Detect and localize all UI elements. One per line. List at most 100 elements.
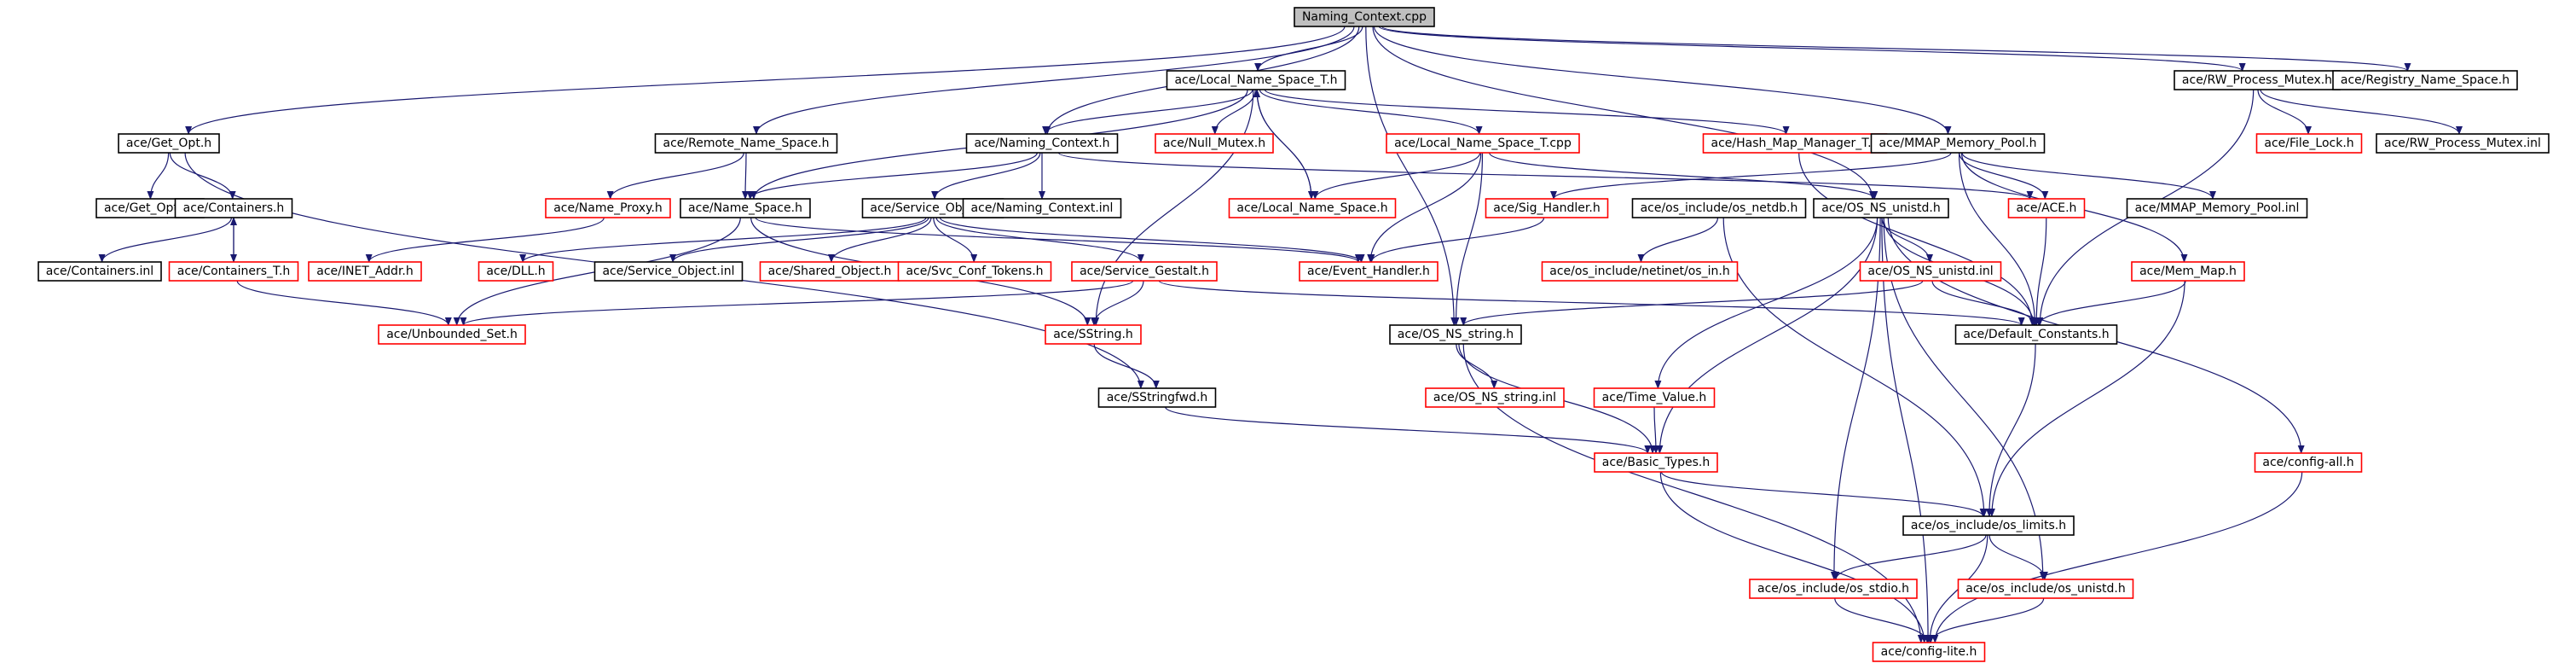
- graph-edge: [1042, 89, 1253, 135]
- graph-node-label: ace/config-all.h: [2262, 456, 2353, 469]
- graph-node[interactable]: ace/Service_Gestalt.h: [1071, 261, 1218, 282]
- graph-edge: [753, 26, 1355, 135]
- graph-node-label: ace/INET_Addr.h: [316, 265, 414, 278]
- graph-node[interactable]: ace/Containers.h: [174, 198, 293, 218]
- graph-node[interactable]: ace/Local_Name_Space_T.h: [1166, 70, 1346, 90]
- graph-node[interactable]: ace/Basic_Types.h: [1594, 452, 1718, 473]
- graph-node[interactable]: ace/File_Lock.h: [2255, 133, 2363, 154]
- graph-node-box: [174, 198, 293, 218]
- graph-node-label: ace/Name_Proxy.h: [553, 201, 663, 215]
- graph-node-label: ace/RW_Process_Mutex.inl: [2384, 137, 2541, 150]
- graph-node-label: ace/Registry_Name_Space.h: [2341, 73, 2509, 87]
- graph-node-box: [1386, 133, 1580, 154]
- graph-node[interactable]: ace/Default_Constants.h: [1954, 324, 2118, 345]
- graph-node[interactable]: ace/OS_NS_unistd.inl: [1859, 261, 2002, 282]
- graph-node[interactable]: ace/SString.h: [1045, 324, 1142, 345]
- graph-node-label: ace/os_include/netinet/os_in.h: [1549, 265, 1729, 278]
- graph-node[interactable]: ace/MMAP_Memory_Pool.h: [1870, 133, 2046, 154]
- graph-node[interactable]: ace/Null_Mutex.h: [1155, 133, 1274, 154]
- graph-node-label: ace/config-lite.h: [1881, 645, 1977, 659]
- graph-node-box: [1954, 324, 2118, 345]
- graph-edge: [169, 152, 236, 200]
- graph-node-box: [962, 198, 1122, 218]
- graph-node[interactable]: ace/Naming_Context.h: [965, 133, 1119, 154]
- graph-node-label: ace/MMAP_Memory_Pool.inl: [2135, 201, 2300, 215]
- graph-edge: [828, 217, 932, 263]
- graph-node[interactable]: ace/Local_Name_Space_T.cpp: [1386, 133, 1580, 154]
- graph-node[interactable]: ace/config-all.h: [2254, 452, 2363, 473]
- graph-node-box: [1294, 7, 1435, 27]
- graph-edge: [365, 217, 605, 263]
- graph-node-label: ace/File_Lock.h: [2264, 137, 2353, 150]
- graph-node[interactable]: ace/Event_Handler.h: [1299, 261, 1439, 282]
- node-layer: Naming_Context.cpp ace/Local_Name_Space_T…: [38, 7, 2550, 662]
- graph-edge: [2033, 217, 2047, 326]
- graph-node[interactable]: ace/Shared_Object.h: [759, 261, 900, 282]
- graph-node[interactable]: ace/Remote_Name_Space.h: [654, 133, 838, 154]
- graph-node[interactable]: ace/OS_NS_string.inl: [1425, 387, 1565, 408]
- graph-edge: [933, 217, 978, 263]
- graph-edge: [1158, 280, 2025, 326]
- graph-edge: [1373, 26, 1952, 135]
- graph-edge: [1092, 89, 1254, 326]
- graph-node[interactable]: ace/Time_Value.h: [1593, 387, 1716, 408]
- graph-edge: [460, 280, 1134, 326]
- graph-node-box: [545, 198, 671, 218]
- graph-node-label: ace/ACE.h: [2017, 201, 2077, 215]
- graph-node[interactable]: ace/config-lite.h: [1872, 642, 1986, 662]
- graph-node[interactable]: ace/Unbounded_Set.h: [378, 324, 526, 345]
- graph-node[interactable]: ace/Sig_Handler.h: [1485, 198, 1609, 218]
- graph-node-label: ace/RW_Process_Mutex.h: [2182, 73, 2332, 87]
- graph-node[interactable]: ace/os_include/netinet/os_in.h: [1541, 261, 1739, 282]
- graph-edge: [1165, 406, 1652, 454]
- graph-node[interactable]: ace/Mem_Map.h: [2131, 261, 2245, 282]
- graph-node-label: ace/Service_Gestalt.h: [1080, 265, 1209, 278]
- graph-node[interactable]: ace/Service_Object.inl: [593, 261, 744, 282]
- graph-node-box: [378, 324, 526, 345]
- graph-node-label: ace/os_include/os_unistd.h: [1965, 582, 2125, 596]
- graph-node[interactable]: ace/OS_NS_unistd.h: [1813, 198, 1949, 218]
- graph-edge: [755, 217, 1362, 263]
- graph-node-box: [2007, 198, 2086, 218]
- graph-node[interactable]: ace/Registry_Name_Space.h: [2332, 70, 2518, 90]
- graph-node-box: [1594, 452, 1718, 473]
- graph-node[interactable]: ace/SStringfwd.h: [1097, 387, 1217, 408]
- graph-node-label: ace/Naming_Context.h: [974, 137, 1109, 150]
- graph-node[interactable]: ace/Svc_Conf_Tokens.h: [897, 261, 1052, 282]
- graph-node-label: ace/OS_NS_string.h: [1398, 328, 1514, 341]
- graph-node-box: [897, 261, 1052, 282]
- graph-node[interactable]: ace/os_include/os_limits.h: [1902, 515, 2075, 536]
- graph-node[interactable]: ace/Name_Proxy.h: [545, 198, 671, 218]
- graph-node[interactable]: ace/ACE.h: [2007, 198, 2086, 218]
- graph-edge: [606, 152, 744, 200]
- graph-edge: [1985, 343, 2036, 517]
- graph-edge: [1367, 152, 1482, 263]
- graph-node[interactable]: ace/RW_Process_Mutex.inl: [2376, 133, 2550, 154]
- graph-node[interactable]: ace/Hash_Map_Manager_T.h: [1702, 133, 1888, 154]
- graph-node[interactable]: ace/MMAP_Memory_Pool.inl: [2126, 198, 2308, 218]
- graph-edge: [1927, 597, 2045, 643]
- graph-node[interactable]: ace/Naming_Context.inl: [962, 198, 1122, 218]
- graph-node[interactable]: ace/DLL.h: [478, 261, 554, 282]
- graph-node[interactable]: ace/Name_Space.h: [680, 198, 811, 218]
- graph-edge: [1659, 471, 1928, 643]
- graph-node-box: [1631, 198, 1807, 218]
- graph-edge: [935, 217, 1144, 263]
- graph-edge: [2257, 89, 2312, 135]
- graph-node[interactable]: ace/os_include/os_unistd.h: [1957, 579, 2134, 599]
- graph-edge: [1452, 152, 1484, 326]
- graph-node[interactable]: ace/Containers.inl: [38, 261, 162, 282]
- graph-node[interactable]: ace/Local_Name_Space.h: [1228, 198, 1397, 218]
- graph-node[interactable]: ace/os_include/os_stdio.h: [1749, 579, 1918, 599]
- graph-node-box: [1155, 133, 1274, 154]
- graph-node[interactable]: ace/INET_Addr.h: [308, 261, 422, 282]
- graph-node[interactable]: ace/RW_Process_Mutex.h: [2174, 70, 2341, 90]
- graph-node[interactable]: Naming_Context.cpp: [1294, 7, 1435, 27]
- graph-node-box: [2126, 198, 2308, 218]
- graph-node[interactable]: ace/Containers_T.h: [168, 261, 299, 282]
- graph-node[interactable]: ace/OS_NS_string.h: [1389, 324, 1522, 345]
- graph-node[interactable]: ace/Get_Opt.h: [118, 133, 220, 154]
- graph-node[interactable]: ace/os_include/os_netdb.h: [1631, 198, 1807, 218]
- graph-node-box: [1749, 579, 1918, 599]
